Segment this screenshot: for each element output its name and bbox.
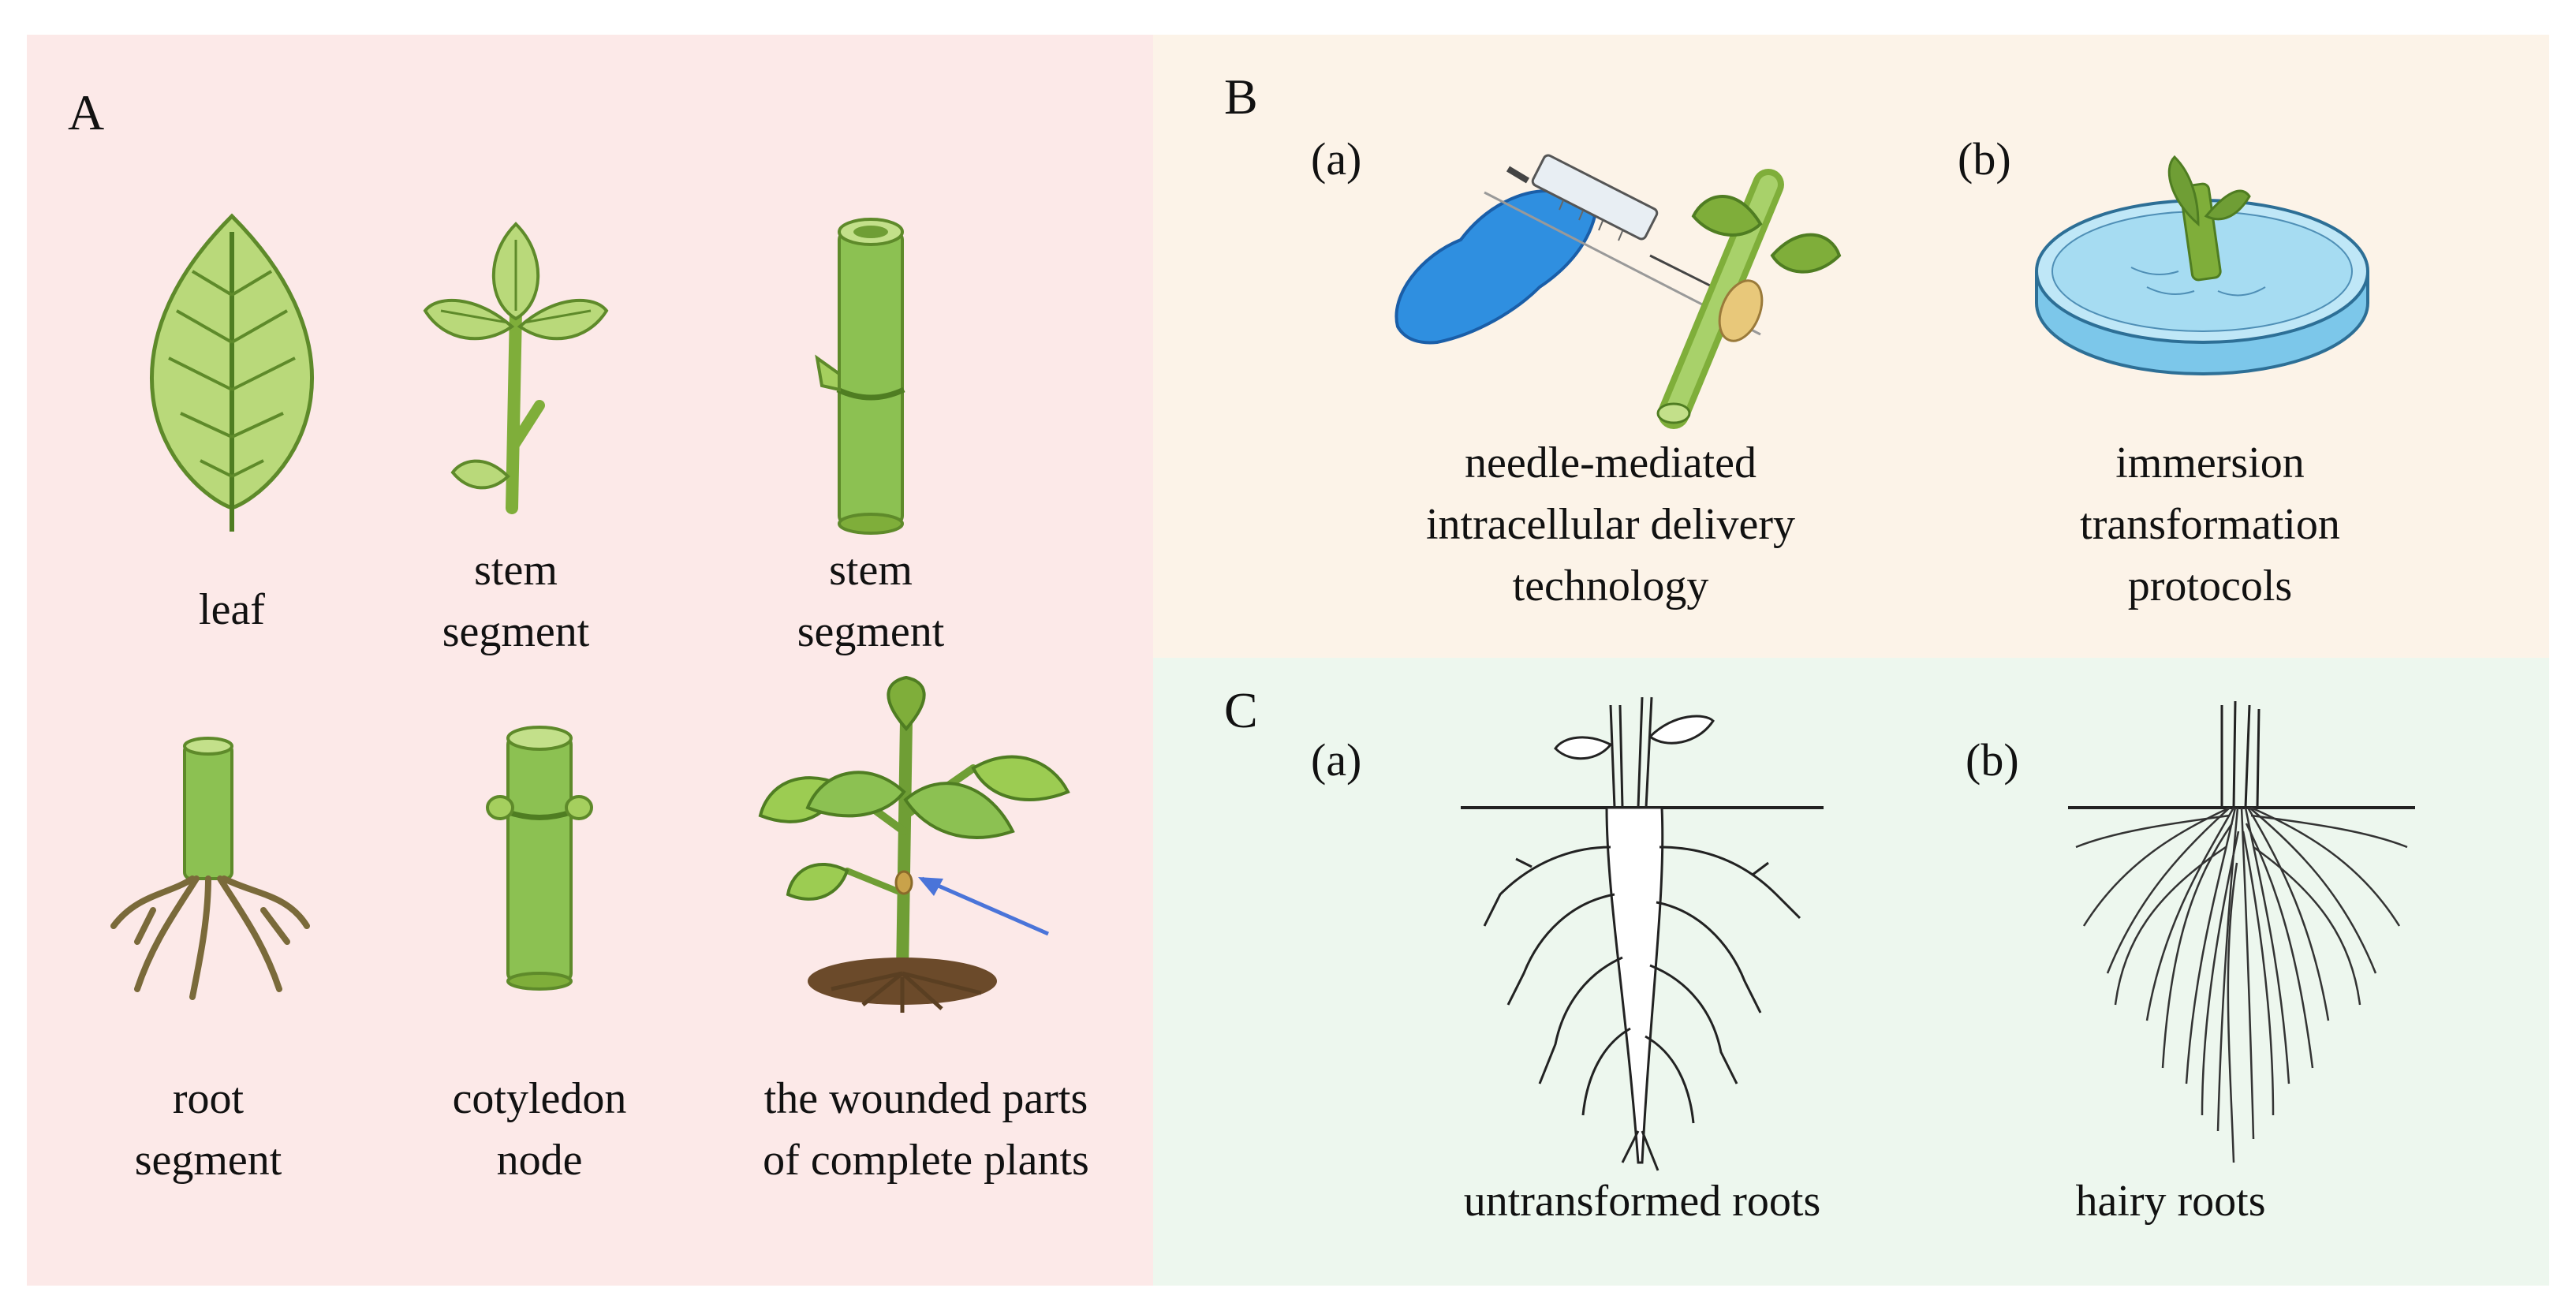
caption-stem-segment-2: stem segment xyxy=(737,539,1005,663)
caption-line: transformation xyxy=(2080,500,2340,549)
caption-cotyledon-node: cotyledon node xyxy=(405,1068,674,1191)
caption-line: cotyledon xyxy=(452,1074,627,1123)
hairy-roots-icon xyxy=(2068,700,2415,1163)
caption-line: stem xyxy=(829,546,913,595)
stem-node-icon xyxy=(815,218,905,535)
caption-line: untransformed roots xyxy=(1463,1177,1821,1226)
wound-pointer-arrow-icon xyxy=(918,876,1050,936)
caption-immersion: immersion transformation protocols xyxy=(1973,432,2447,617)
caption-stem-segment-1: stem segment xyxy=(382,539,650,663)
petri-dish-immersion-icon xyxy=(2035,155,2369,375)
root-segment-icon xyxy=(110,737,310,1000)
caption-line: hairy roots xyxy=(2075,1177,2266,1226)
panel-letter-b: B xyxy=(1224,69,1258,125)
caption-line: segment xyxy=(797,607,945,656)
sub-label-b-a: (a) xyxy=(1311,133,1362,185)
syringe-injection-icon xyxy=(1394,154,1842,429)
caption-needle-delivery: needle-mediated intracellular delivery t… xyxy=(1342,432,1879,617)
caption-line: immersion xyxy=(2115,439,2305,487)
taproot-icon xyxy=(1461,696,1824,1171)
panel-letter-c: C xyxy=(1224,682,1258,738)
sub-label-c-a: (a) xyxy=(1311,734,1362,786)
caption-line: segment xyxy=(134,1136,282,1185)
caption-line: leaf xyxy=(199,585,265,634)
panel-a-explants: A leaf stem segment xyxy=(27,35,1153,1286)
panel-b-delivery-methods: B (a) needle-mediated intracellular deli… xyxy=(1153,35,2549,658)
panel-letter-a: A xyxy=(68,84,105,140)
caption-untransformed-roots: untransformed roots xyxy=(1358,1170,1926,1232)
sub-label-c-b: (b) xyxy=(1966,734,2019,786)
caption-hairy-roots: hairy roots xyxy=(1950,1170,2391,1232)
caption-line: needle-mediated xyxy=(1464,439,1757,487)
wounded-plant-icon xyxy=(758,675,1070,1013)
caption-line: technology xyxy=(1512,562,1709,610)
caption-line: node xyxy=(496,1136,583,1185)
cotyledon-node-icon xyxy=(486,726,593,991)
leaf-icon xyxy=(150,213,314,532)
caption-line: stem xyxy=(474,546,558,595)
caption-line: protocols xyxy=(2127,562,2293,610)
caption-wounded-plant: the wounded parts of complete plants xyxy=(705,1068,1147,1191)
caption-line: of complete plants xyxy=(763,1136,1089,1185)
caption-line: the wounded parts xyxy=(763,1074,1088,1123)
sub-label-b-b: (b) xyxy=(1958,133,2011,185)
stem-branch-icon xyxy=(423,222,609,514)
panel-c-root-comparison: C (a) untransformed roots (b) xyxy=(1153,658,2549,1286)
caption-line: segment xyxy=(442,607,590,656)
caption-line: intracellular delivery xyxy=(1426,500,1795,549)
caption-leaf: leaf xyxy=(98,579,366,640)
caption-root-segment: root segment xyxy=(74,1068,342,1191)
caption-line: root xyxy=(172,1074,245,1123)
